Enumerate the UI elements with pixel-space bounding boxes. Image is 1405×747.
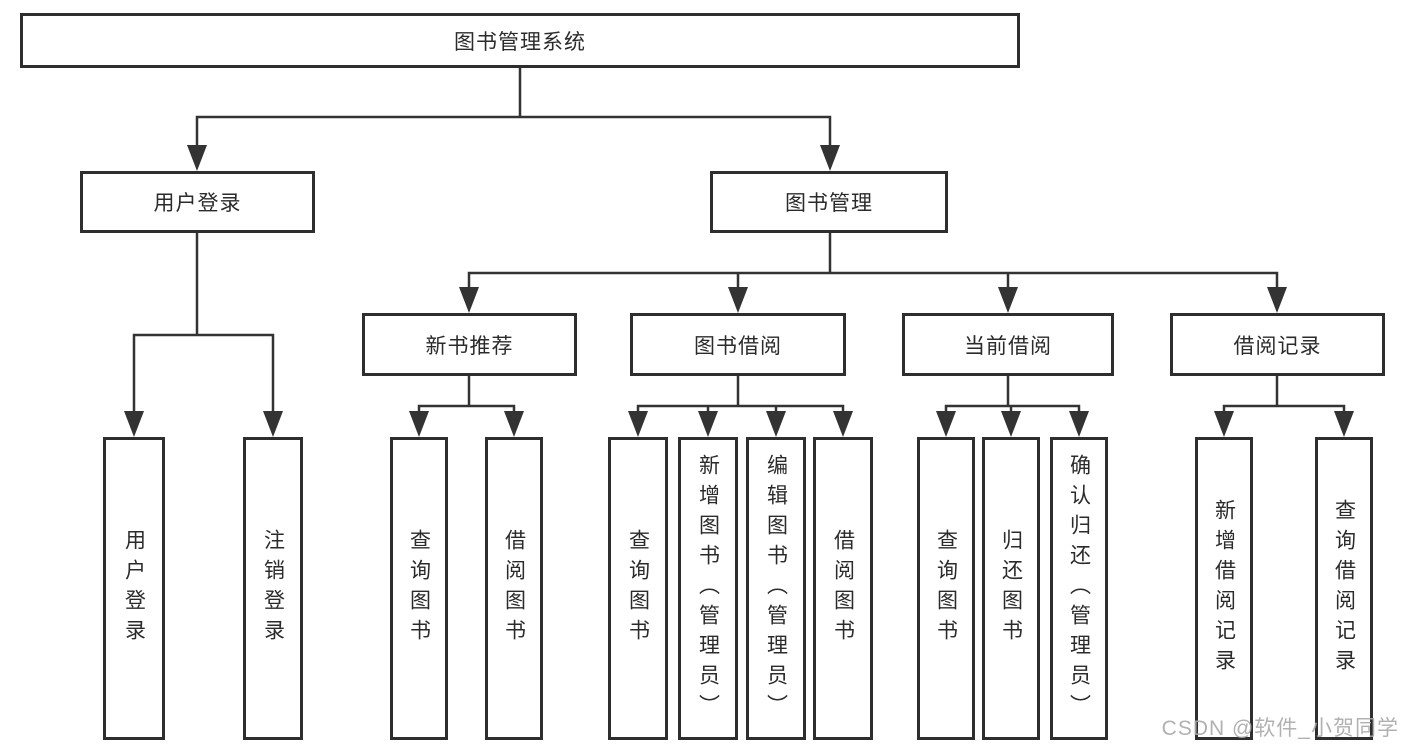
node-label: 归还图书 (999, 528, 1023, 649)
node-label: 借阅图书 (502, 528, 526, 649)
node-label: 新增借阅记录 (1212, 498, 1236, 679)
node-root-system: 图书管理系统 (20, 13, 1020, 68)
node-label: 当前借阅 (964, 334, 1052, 358)
leaf-query-books-current: 查询图书 (917, 437, 975, 740)
leaf-query-books-borrow: 查询图书 (608, 437, 668, 740)
node-label: 编辑图书（管理员） (764, 453, 788, 724)
node-label: 确认归还（管理员） (1067, 453, 1091, 724)
leaf-logout: 注销登录 (243, 437, 303, 740)
node-borrow-records: 借阅记录 (1170, 313, 1385, 376)
node-label: 借阅图书 (831, 528, 855, 649)
node-label: 用户登录 (122, 528, 146, 649)
node-label: 用户登录 (153, 192, 242, 215)
node-book-borrow: 图书借阅 (630, 313, 846, 376)
csdn-watermark: CSDN @软件_小贺同学 (1161, 717, 1399, 740)
node-label: 查询图书 (626, 528, 650, 649)
node-new-book-recommend: 新书推荐 (362, 313, 577, 376)
node-label: 图书借阅 (694, 334, 782, 358)
node-book-management: 图书管理 (710, 171, 948, 233)
leaf-query-books-recommend: 查询图书 (390, 437, 448, 740)
node-label: 借阅记录 (1233, 334, 1322, 358)
node-label: 查询图书 (934, 528, 958, 649)
leaf-edit-books-admin: 编辑图书（管理员） (746, 437, 806, 740)
leaf-borrow-books-recommend: 借阅图书 (485, 437, 543, 740)
leaf-user-login: 用户登录 (103, 437, 165, 740)
node-label: 查询图书 (407, 528, 431, 649)
node-label: 新增图书（管理员） (696, 453, 720, 724)
leaf-borrow-books: 借阅图书 (813, 437, 873, 740)
node-current-borrow: 当前借阅 (902, 313, 1114, 376)
leaf-add-books-admin: 新增图书（管理员） (678, 437, 738, 740)
node-label: 注销登录 (261, 528, 285, 649)
node-label: 查询借阅记录 (1332, 498, 1356, 679)
leaf-confirm-return-admin: 确认归还（管理员） (1050, 437, 1108, 740)
leaf-query-borrow-record: 查询借阅记录 (1315, 437, 1373, 740)
leaf-return-books: 归还图书 (982, 437, 1040, 740)
node-label: 图书管理 (785, 192, 873, 215)
node-label: 新书推荐 (425, 334, 514, 358)
leaf-add-borrow-record: 新增借阅记录 (1195, 437, 1253, 740)
node-label: 图书管理系统 (454, 30, 586, 54)
node-user-login: 用户登录 (80, 171, 315, 233)
